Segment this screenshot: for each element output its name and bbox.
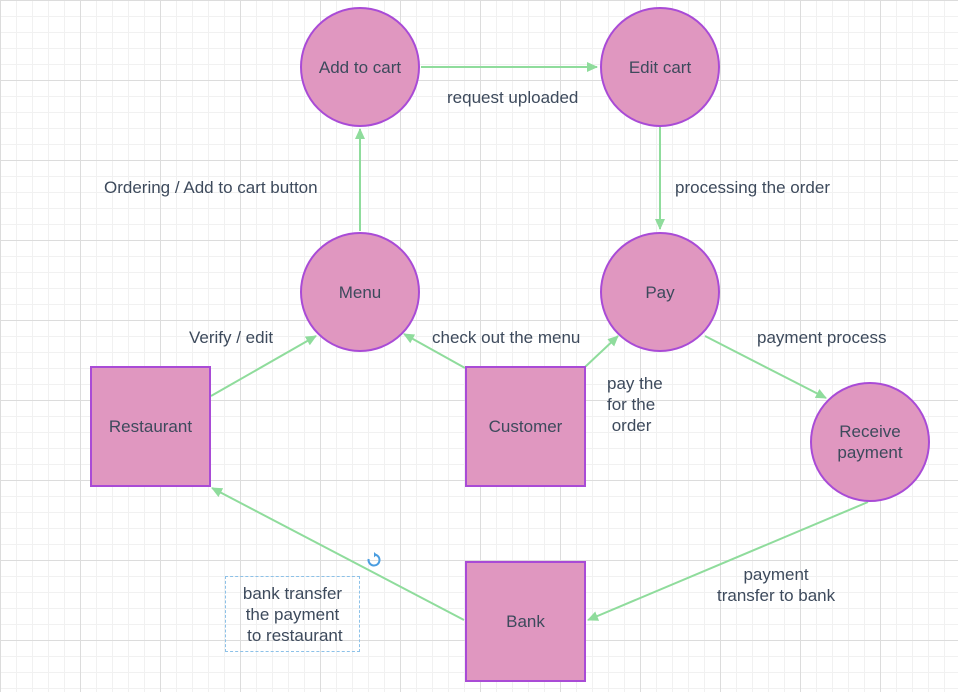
node-menu[interactable]: Menu	[300, 232, 420, 352]
node-edit-cart[interactable]: Edit cart	[600, 7, 720, 127]
node-restaurant[interactable]: Restaurant	[90, 366, 211, 487]
edge-customer-to-menu[interactable]	[403, 333, 466, 369]
edge-customer-to-pay[interactable]	[584, 335, 619, 368]
edge-label-verify-edit[interactable]: Verify / edit	[189, 328, 274, 347]
node-pay[interactable]: Pay	[600, 232, 720, 352]
edge-label-check-out-menu[interactable]: check out the menu	[432, 328, 581, 347]
edge-restaurant-to-menu[interactable]	[210, 335, 317, 397]
edge-label-ordering[interactable]: Ordering / Add to cart button	[104, 178, 318, 197]
node-bank[interactable]: Bank	[465, 561, 586, 682]
node-label: Menu	[338, 282, 382, 302]
edge-pay-to-receive[interactable]	[704, 335, 827, 399]
selected-edge-label-bank-transfer[interactable]: bank transfer the payment to restaurant	[225, 576, 360, 652]
node-add-to-cart[interactable]: Add to cart	[300, 7, 420, 127]
node-label: Customer	[488, 417, 563, 436]
node-customer[interactable]: Customer	[465, 366, 586, 487]
edge-label-payment-transfer[interactable]: payment transfer to bank	[717, 565, 836, 605]
node-label: Bank	[506, 612, 545, 631]
node-label: Receive payment	[837, 422, 903, 462]
node-label: Add to cart	[318, 57, 402, 77]
node-label: Pay	[645, 282, 675, 302]
edge-label-pay-for-order[interactable]: pay the for the order	[607, 374, 663, 435]
edge-receive-to-bank[interactable]	[587, 501, 869, 621]
edge-bank-to-restaurant[interactable]	[211, 487, 465, 621]
node-label: Edit cart	[628, 57, 692, 77]
rotate-icon[interactable]	[366, 552, 382, 568]
edge-label-processing[interactable]: processing the order	[675, 178, 830, 197]
node-label: Restaurant	[108, 417, 193, 436]
edge-label-request-uploaded[interactable]: request uploaded	[447, 88, 579, 107]
edge-label-payment-process[interactable]: payment process	[757, 328, 887, 347]
node-receive-payment[interactable]: Receive payment	[810, 382, 930, 502]
